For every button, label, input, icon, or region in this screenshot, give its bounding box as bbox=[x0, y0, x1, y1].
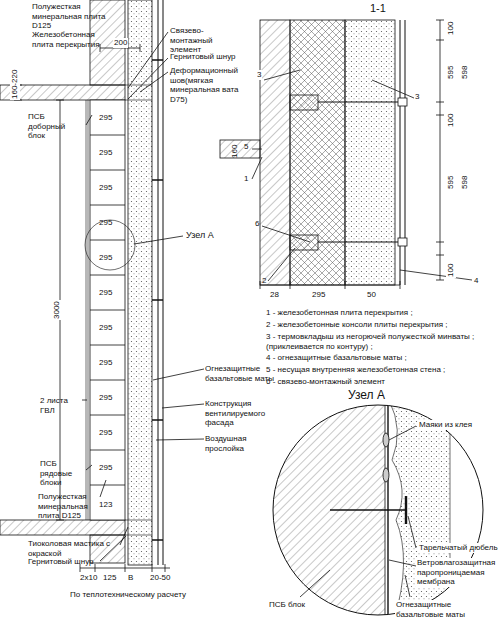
drawing-label: 20-50 bbox=[150, 573, 170, 583]
drawing-label: 2х10 bbox=[80, 573, 97, 583]
drawing-label: 5 bbox=[244, 142, 248, 152]
drawing-label: Связево-монтажный элемент bbox=[170, 26, 245, 55]
drawing-label: 295 bbox=[99, 463, 112, 473]
drawing-label: 595 bbox=[446, 65, 456, 80]
drawing-label: 100 bbox=[446, 113, 456, 128]
drawing-label: 295 bbox=[99, 253, 112, 263]
drawing-label: 125 bbox=[103, 573, 116, 583]
drawing-label: Тарельчатый дюбель bbox=[418, 543, 499, 553]
drawing-label: 3000 bbox=[52, 300, 62, 320]
drawing-label: 4 - огнезащитные базальтовые маты ; bbox=[266, 353, 496, 363]
drawing-label: Полужесткая минеральная плита D125 bbox=[38, 492, 100, 521]
drawing-label: 2 листа ГВЛ bbox=[40, 396, 82, 415]
drawing-label: Маяки из клея bbox=[418, 420, 473, 430]
drawing-label: ПСБ рядовые блоки bbox=[40, 459, 85, 488]
drawing-label: 100 bbox=[446, 21, 456, 36]
drawing-label: Тиоколовая мастика с окраской bbox=[28, 539, 118, 558]
drawing-label: 3 - термовкладыш из негорючей полужестко… bbox=[266, 332, 496, 351]
drawing-label: Деформационный шов(мягкая минеральная ва… bbox=[170, 66, 250, 104]
drawing-label: Огнезащитные базальтовые маты bbox=[395, 600, 497, 619]
drawing-label: Ветровлагозащитная паропроницаемая мембр… bbox=[416, 558, 500, 587]
drawing-label: 200 bbox=[113, 38, 128, 48]
drawing-label: ПСБ блок bbox=[268, 600, 306, 610]
drawing-label: 598 bbox=[460, 175, 470, 190]
drawing-label: Конструкция вентилируемого фасада bbox=[205, 399, 280, 428]
drawing-label: 123 bbox=[99, 500, 112, 510]
drawing-label: 598 bbox=[460, 65, 470, 80]
drawing-label: Узел А bbox=[186, 230, 214, 241]
drawing-label: 295 bbox=[99, 113, 112, 123]
drawing-label: 50 bbox=[367, 290, 376, 300]
drawing-label: По теплотехническому расчету bbox=[70, 590, 190, 600]
drawing-label: 4 bbox=[474, 276, 478, 286]
drawing-label: 295 bbox=[99, 428, 112, 438]
drawing-label: 160-220 bbox=[10, 69, 20, 100]
drawing-label: 295 bbox=[99, 288, 112, 298]
drawing-label: 1-1 bbox=[370, 2, 386, 15]
drawing-label: 295 bbox=[99, 148, 112, 158]
drawing-label: 295 bbox=[99, 393, 112, 403]
drawing-label: 100 bbox=[446, 263, 456, 278]
drawing-label: Гернитовый шнур bbox=[28, 557, 94, 567]
drawing-label: 295 bbox=[99, 323, 112, 333]
drawing-label: 295 bbox=[99, 358, 112, 368]
drawing-label: 295 bbox=[99, 218, 112, 228]
drawing-label: 295 bbox=[99, 183, 112, 193]
drawing-label: В bbox=[128, 573, 133, 583]
drawing-label: Полужесткая минеральная плита D125 bbox=[32, 2, 107, 31]
drawing-label: 1 - железобетонная плита перекрытия ; bbox=[266, 308, 496, 318]
drawing-label: 2 bbox=[262, 276, 266, 286]
drawing-label: 28 bbox=[270, 290, 279, 300]
drawing-label: 160 bbox=[230, 145, 240, 158]
drawing-label: 1 bbox=[244, 174, 248, 184]
drawing-label: 2 - железобетонные консоли плиты перекры… bbox=[266, 320, 496, 330]
drawing-label: Железобетонная плита перекрытия bbox=[32, 30, 107, 49]
drawing-label: 595 bbox=[446, 175, 456, 190]
drawing-label: 5 - несущая внутренняя железобетонная ст… bbox=[266, 365, 496, 375]
drawing-label: 3 bbox=[256, 70, 262, 80]
drawing-label: 6 - связево-монтажный элемент bbox=[266, 377, 496, 387]
drawing-label: ПСБ доборный блок bbox=[28, 112, 83, 141]
drawing-label: 6 bbox=[255, 219, 259, 229]
drawing-label: 295 bbox=[312, 290, 325, 300]
drawing-label: Узел А bbox=[348, 388, 385, 402]
drawing-label: 3 bbox=[414, 92, 420, 102]
drawing-label: Воздушная прослойка bbox=[205, 434, 275, 453]
drawing-label: Гернитовый шнур bbox=[170, 52, 236, 62]
